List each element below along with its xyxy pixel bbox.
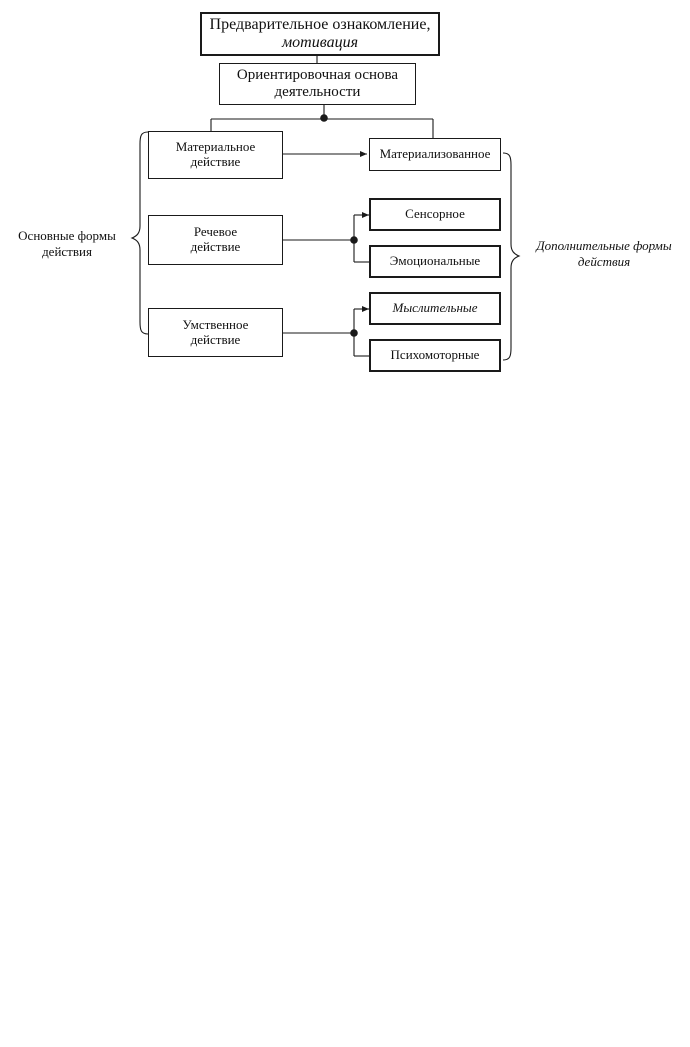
mental-action-box: Умственное действие xyxy=(148,308,283,357)
material-line1: Материальное xyxy=(176,140,256,155)
emotional-label: Эмоциональные xyxy=(390,254,480,269)
basis-line1: Ориентировочная основа xyxy=(237,67,398,84)
material-line2: действие xyxy=(176,155,256,170)
main-forms-line1: Основные формы xyxy=(2,228,132,244)
junction-dot-speech xyxy=(350,236,358,244)
emotional-box: Эмоциональные xyxy=(369,245,501,278)
additional-forms-line1: Дополнительные формы xyxy=(520,238,688,254)
speech-line1: Речевое xyxy=(191,225,241,240)
preliminary-motivation-box: Предварительное ознакомление, мотивация xyxy=(200,12,440,56)
thinking-box: Мыслительные xyxy=(369,292,501,325)
mental-line2: действие xyxy=(183,333,249,348)
action-forms-diagram: Предварительное ознакомление, мотивация … xyxy=(0,0,690,400)
orienting-basis-box: Ориентировочная основа деятельности xyxy=(219,63,416,105)
junction-dot-top xyxy=(320,114,328,122)
preliminary-line2: мотивация xyxy=(210,34,431,52)
junction-dot-mental xyxy=(350,329,358,337)
psychomotor-box: Психомоторные xyxy=(369,339,501,372)
mental-line1: Умственное xyxy=(183,318,249,333)
right-brace xyxy=(503,153,519,360)
speech-action-box: Речевое действие xyxy=(148,215,283,265)
sensory-label: Сенсорное xyxy=(405,207,465,222)
psychomotor-label: Психомоторные xyxy=(391,348,480,363)
materialized-box: Материализованное xyxy=(369,138,501,171)
basis-line2: деятельности xyxy=(237,84,398,101)
speech-line2: действие xyxy=(191,240,241,255)
preliminary-line1: Предварительное ознакомление, xyxy=(210,16,431,34)
additional-forms-line2: действия xyxy=(520,254,688,270)
main-forms-line2: действия xyxy=(2,244,132,260)
additional-forms-label: Дополнительные формы действия xyxy=(520,238,688,271)
materialized-label: Материализованное xyxy=(380,147,491,162)
material-action-box: Материальное действие xyxy=(148,131,283,179)
connector-lines xyxy=(0,0,690,400)
thinking-label: Мыслительные xyxy=(392,301,477,316)
sensory-box: Сенсорное xyxy=(369,198,501,231)
main-forms-label: Основные формы действия xyxy=(2,228,132,261)
left-brace xyxy=(132,132,148,334)
